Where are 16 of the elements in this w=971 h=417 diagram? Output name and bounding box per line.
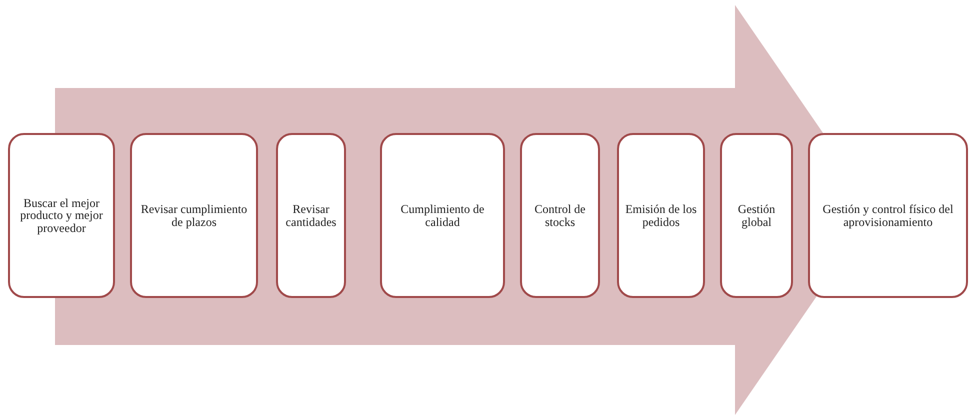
step-text: Buscar el mejor producto y mejor proveedor <box>19 196 104 234</box>
process-box <box>720 133 793 298</box>
step-text: Gestión y control físico del aprovisionamiento <box>822 202 954 228</box>
step-text: Cumplimiento de calidad <box>400 202 486 228</box>
process-box <box>617 133 705 298</box>
process-box <box>808 133 968 298</box>
process-box <box>380 133 505 298</box>
process-box <box>130 133 258 298</box>
step-text: Revisar cumplimiento de plazos <box>140 202 248 228</box>
process-box <box>8 133 115 298</box>
process-box <box>276 133 346 298</box>
step-text: Control de stocks <box>534 202 586 228</box>
step-text: Gestión global <box>736 202 776 228</box>
step-text: Emisión de los pedidos <box>624 202 698 228</box>
process-box <box>520 133 600 298</box>
step-text: Revisar cantidades <box>284 202 338 228</box>
